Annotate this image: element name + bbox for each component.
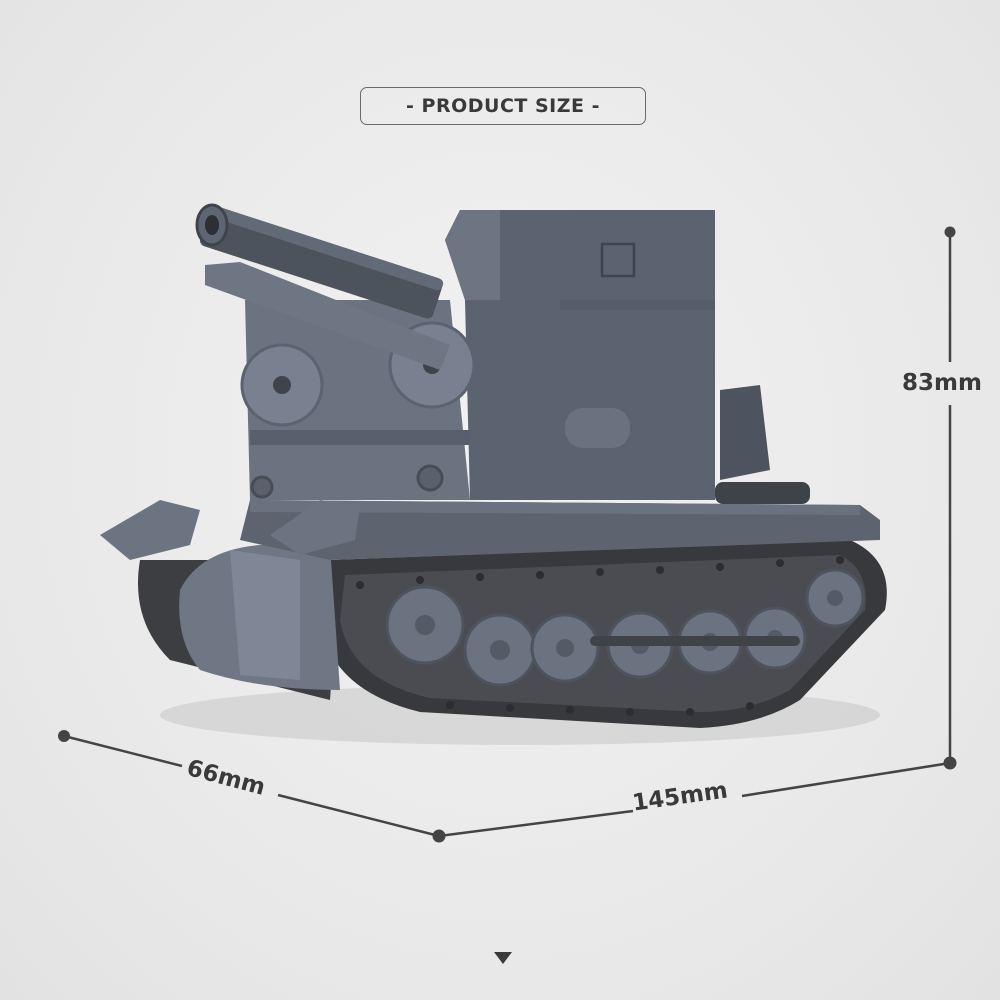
dimension-endpoints <box>58 226 957 843</box>
dimension-lines <box>63 232 952 838</box>
corner-right-dot <box>943 756 957 770</box>
width-line-left <box>63 734 183 768</box>
tank-model-image <box>100 203 887 728</box>
scroll-down-arrow-icon[interactable] <box>494 952 512 964</box>
length-line-right <box>741 761 951 798</box>
height-top-dot <box>944 226 956 238</box>
product-size-title: - PRODUCT SIZE - <box>406 95 600 117</box>
product-size-title-box: - PRODUCT SIZE - <box>360 87 646 125</box>
corner-front-dot <box>432 829 446 843</box>
length-line-left <box>438 809 634 838</box>
width-line-right <box>277 793 440 838</box>
height-dimension-label: 83mm <box>902 370 982 396</box>
width-left-dot <box>58 730 70 742</box>
